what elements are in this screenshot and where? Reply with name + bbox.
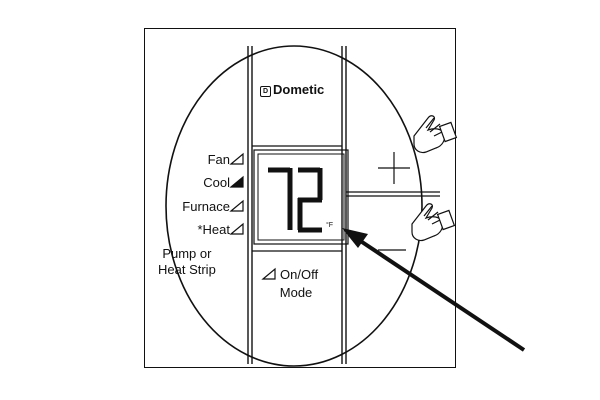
heat-pump-note-line1: Pump or (162, 246, 212, 261)
fan-indicator-icon (229, 152, 244, 165)
decrease-temperature-button[interactable] (348, 198, 440, 290)
panel-border (144, 28, 456, 368)
mode-furnace[interactable]: Furnace (182, 199, 230, 214)
brand-name: Dometic (273, 82, 325, 97)
dometic-logo-icon: D (260, 86, 271, 97)
temperature-unit: °F (326, 222, 334, 229)
lcd-display (253, 149, 349, 245)
mode-heat[interactable]: *Heat (197, 222, 230, 237)
thermostat-outline (144, 28, 526, 368)
furnace-indicator-icon (229, 199, 244, 212)
pointing-hand-icon-upper (413, 115, 458, 154)
heat-pump-note: Pump or Heat Strip (158, 246, 216, 278)
cool-indicator-icon (229, 175, 244, 188)
mode-fan[interactable]: Fan (207, 152, 230, 167)
mode-indicator-triangles (229, 152, 276, 280)
heat-pump-note-line2: Heat Strip (158, 262, 216, 277)
temperature-digits (268, 167, 323, 233)
mode-label: Mode (279, 285, 313, 300)
heat-indicator-icon (229, 222, 244, 235)
onoff-label: On/Off (280, 267, 319, 282)
mode-cool[interactable]: Cool (203, 175, 230, 190)
onoff-mode-button[interactable]: On/Off Mode (262, 266, 318, 302)
increase-temperature-button[interactable] (348, 100, 440, 192)
increase-button-graphic (378, 152, 410, 184)
dial-circle (165, 45, 423, 367)
onoff-indicator-icon (261, 267, 276, 280)
pointer-arrow-icon (342, 228, 526, 352)
pointing-hand-icon-lower (411, 203, 456, 242)
